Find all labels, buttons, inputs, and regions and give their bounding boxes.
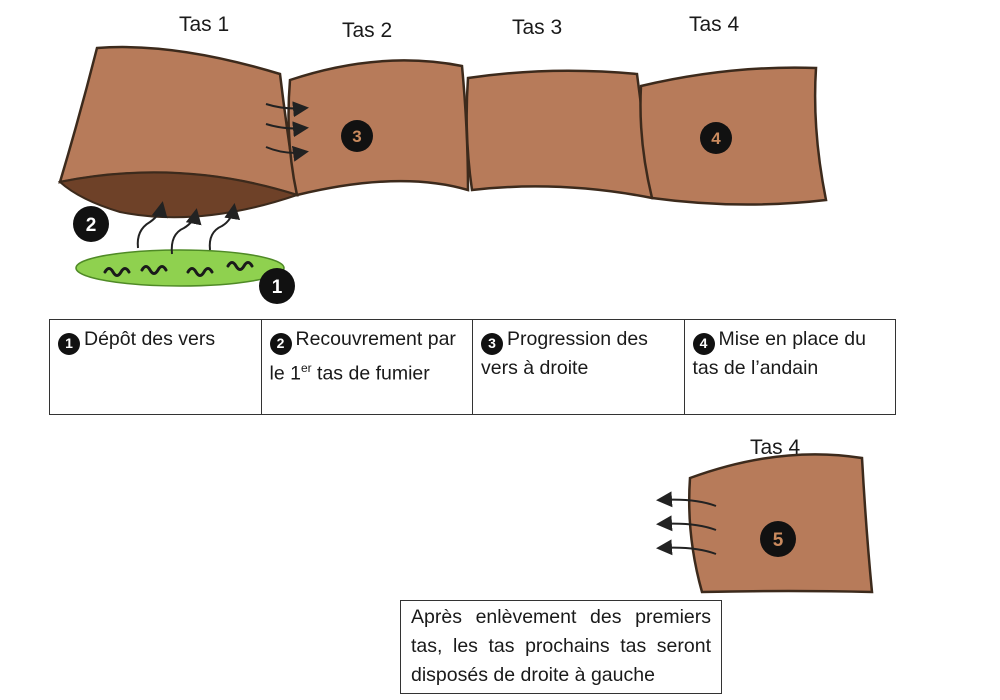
pile-label-tas-4-bottom: Tas 4 [750,436,801,459]
worm-icon [186,267,214,277]
rightward-arrows [265,101,309,162]
worm-icon [226,261,254,271]
step-text-cont: tas de fumier [311,362,430,384]
pile-label-tas-4: Tas 4 [689,13,740,36]
svg-text:2: 2 [86,215,97,236]
arrow-right-icon [265,121,309,138]
pile-tas-2 [287,59,470,197]
svg-text:3: 3 [352,127,361,146]
arrow-left-icon [656,491,717,508]
step-text: Dépôt des vers [84,328,216,350]
arrow-up-icon [136,201,168,249]
arrow-right-icon [265,101,309,118]
step-badge: 1 [58,332,80,355]
marker-5: 5 [760,521,796,557]
pile-label-tas-2: Tas 2 [342,19,393,42]
step-text: Recouvrement par le 1 [269,328,456,384]
worm-icon [103,267,131,277]
step-text: Progression des vers à droite [481,328,648,379]
svg-text:4: 4 [711,129,721,148]
arrow-right-icon [265,145,309,162]
marker-3: 3 [341,120,373,152]
pile-tas-4 [639,66,828,206]
step-text-superscript: er [300,360,312,375]
arrow-up-icon [208,203,241,251]
leftward-arrows [656,491,717,556]
svg-text:5: 5 [773,530,784,551]
pile-tas-3 [465,69,654,200]
step-text: Mise en place du tas de l’andain [692,328,866,379]
worm-icon [140,265,168,275]
arrow-up-icon [170,208,202,255]
step-badge: 3 [481,332,503,355]
pile-label-tas-1: Tas 1 [179,13,230,36]
worm-icons [103,261,254,277]
pile-label-tas-3: Tas 3 [512,16,563,39]
arrow-left-icon [656,539,717,556]
marker-1: 1 [259,268,295,304]
note-box: Après enlèvement des premiers tas, les t… [400,600,722,694]
svg-text:1: 1 [272,277,283,298]
step-badge: 2 [269,332,292,355]
arrow-left-icon [656,515,717,532]
marker-4: 4 [700,122,732,154]
upward-arrows [136,201,241,255]
worm-bed [75,249,285,287]
marker-2: 2 [73,206,109,242]
step-badge: 4 [692,332,715,355]
